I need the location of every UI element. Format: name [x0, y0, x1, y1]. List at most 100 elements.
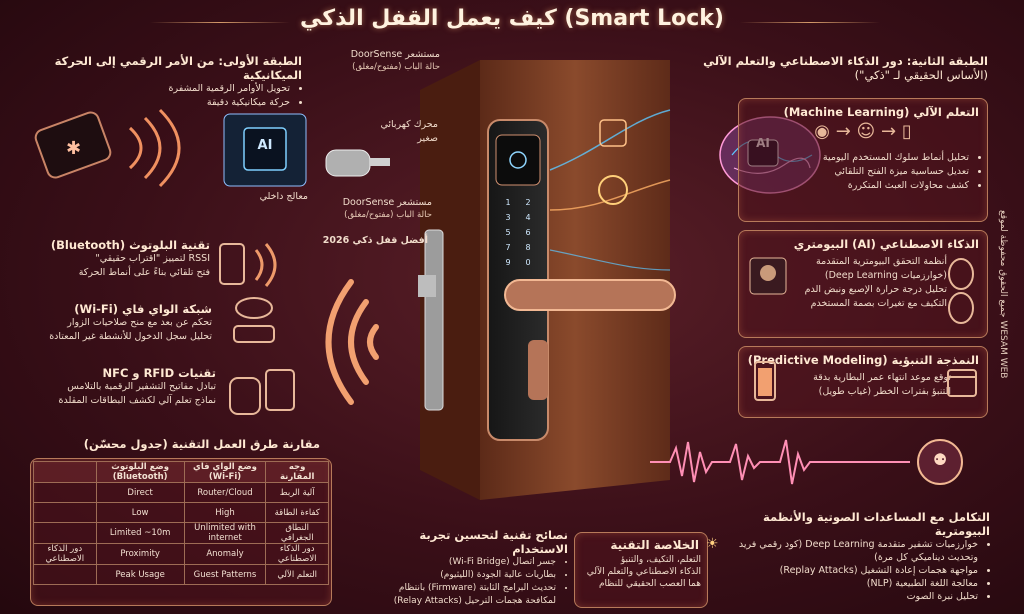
bluetooth-heading: تقنية البلوتوث (Bluetooth)	[50, 238, 210, 252]
table-cell: آلية الربط	[265, 482, 329, 503]
predictive-line: توقع موعد انتهاء عمر البطارية بدقة	[813, 372, 951, 383]
list-item: خوارزميات تشفير متقدمة Deep Learning (كو…	[716, 538, 978, 564]
face-scan-icon	[749, 257, 787, 295]
table-header-row: وجه المقارنة وضع الواي فاي (Wi-Fi) وضع ا…	[33, 461, 329, 483]
svg-text:1: 1	[505, 198, 510, 207]
bluetooth-section: تقنية البلوتوث (Bluetooth) RSSI لتمييز "…	[20, 238, 210, 280]
biometric-line: تحليل درجة حرارة الإصبع ونبض الدم	[804, 284, 947, 295]
motor-icon	[325, 149, 390, 177]
table-cell: Unlimited with internet	[183, 522, 267, 544]
battery-icon	[754, 361, 776, 401]
table-cell	[33, 522, 97, 544]
voice-heading: التكامل مع المساعدات الصوتية والأنظمة ال…	[763, 510, 990, 538]
wifi-line: تحكم عن بعد مع منح صلاحيات الزوار	[67, 317, 212, 328]
table-header: وضع الواي فاي (Wi-Fi)	[183, 461, 267, 483]
wireless-waves-icon	[325, 279, 379, 405]
tips-list: جسر اتصال (Wi-Fi Bridge) بطاريات عالية ا…	[372, 556, 568, 608]
ml-panel: التعلم الآلي (Machine Learning) ◉ → ☺ → …	[738, 98, 988, 222]
doorsense-bottom-label: مستشعر DoorSense	[342, 197, 432, 208]
list-item: بطاريات عالية الجودة (الليثيوم)	[372, 569, 556, 582]
doorsense-top-label: مستشعر DoorSense	[350, 49, 440, 60]
door-icon: ▯	[901, 121, 912, 142]
table-cell: Limited ~10m	[95, 522, 185, 544]
processor-label: معالج داخلي	[259, 191, 308, 202]
list-item: تحليل نبرة الصوت	[716, 590, 978, 603]
rfid-line: نماذج تعلم آلي لكشف البطاقات المقلدة	[58, 395, 217, 406]
table-title: مقارنة طرق العمل التقنية (جدول محسّن)	[83, 437, 320, 451]
table-cell: دور الذكاء الاصطناعي	[33, 543, 97, 565]
doorsense-bottom-sub: حالة الباب (مفتوح/مغلق)	[344, 210, 432, 220]
router-cloud-icon	[233, 297, 275, 343]
table-cell: Guest Patterns	[183, 564, 267, 585]
table-row: التعلم الآلي Guest Patterns Peak Usage	[33, 564, 329, 585]
layer1-section: الطبقة الأولى: من الأمر الرقمي إلى الحرك…	[20, 54, 302, 110]
table-header: وضع البلوتوث (Bluetooth)	[95, 461, 185, 483]
keyhole-cover	[528, 340, 548, 400]
ml-list: تحليل أنماط سلوك المستخدم اليومية تعديل …	[739, 151, 981, 193]
comparison-table: وجه المقارنة وضع الواي فاي (Wi-Fi) وضع ا…	[33, 461, 329, 585]
tips-section: نصائح تقنية لتحسين تجربة الاستخدام جسر ا…	[372, 528, 568, 608]
svg-text:8: 8	[525, 243, 530, 252]
table-cell: Proximity	[95, 543, 185, 565]
table-row: النطاق الجغرافي Unlimited with internet …	[33, 522, 329, 544]
voice-list: خوارزميات تشفير متقدمة Deep Learning (كو…	[716, 538, 990, 603]
svg-text:✱: ✱	[66, 138, 81, 159]
processor-chip-label: AI	[257, 138, 273, 153]
list-item: تحديث البرامج الثابتة (Firmware) بانتظام…	[372, 582, 556, 608]
brain-icon: ◉	[814, 121, 830, 142]
microphone-icon: ⚉	[932, 450, 948, 469]
summary-line: الذكاء الاصطناعي والتعلم الآلي	[586, 567, 701, 577]
ml-flow-icons: ◉ → ☺ → ▯	[814, 121, 912, 142]
fingerprint-icon	[948, 258, 974, 324]
energy-core-icon	[598, 175, 628, 205]
biometric-line: التكيف مع تغيرات بصمة المستخدم	[810, 298, 947, 309]
bluetooth-line: RSSI لتمييز "اقتراب حقيقي"	[95, 253, 210, 264]
table-row: كفاءة الطاقة High Low	[33, 502, 329, 523]
summary-line: التعلم، التكيف، والتنبؤ	[620, 555, 701, 565]
svg-text:3: 3	[505, 213, 510, 222]
lightbulb-icon: ☀	[706, 536, 719, 552]
best-lock-label: أفضل قفل ذكي 2026	[322, 235, 428, 246]
list-item: تحويل الأوامر الرقمية المشفرة	[20, 82, 291, 96]
rfid-section: تقنيات RFID و NFC تبادل مفاتيح التشفير ا…	[20, 366, 217, 408]
list-item: جسر اتصال (Wi-Fi Bridge)	[372, 556, 556, 569]
wifi-line: تحليل سجل الدخول للأنشطة غير المعتادة	[49, 331, 212, 342]
list-item: معالجة اللغة الطبيعية (NLP)	[716, 577, 978, 590]
layer2-sub: (الأساس الحقيقي لـ "ذكي")	[854, 68, 988, 82]
list-item: حركة ميكانيكية دقيقة	[20, 96, 290, 110]
voice-waveform	[650, 439, 963, 485]
table-header	[33, 461, 97, 483]
comparison-table-panel: وجه المقارنة وضع الواي فاي (Wi-Fi) وضع ا…	[30, 458, 332, 606]
ml-heading: التعلم الآلي (Machine Learning)	[783, 105, 979, 119]
svg-text:2: 2	[525, 198, 530, 207]
summary-line: هما العصب الحقيقي للنظام	[598, 579, 701, 589]
svg-text:4: 4	[525, 213, 530, 222]
layer2-heading: الطبقة الثانية: دور الذكاء الاصطناعي وال…	[703, 54, 988, 68]
lock-hologram-icon	[599, 119, 627, 147]
biometric-line: أنظمة التحقق البيومترية المتقدمة	[816, 256, 947, 267]
predictive-line: التنبؤ بفترات الخطر (غياب طويل)	[818, 386, 951, 397]
wifi-section: شبكة الواي فاي (Wi-Fi) تحكم عن بعد مع من…	[20, 302, 212, 344]
svg-text:0: 0	[525, 258, 530, 267]
table-cell: High	[183, 502, 267, 523]
voice-section: التكامل مع المساعدات الصوتية والأنظمة ال…	[716, 510, 990, 603]
biometric-line: (خوارزميات Deep Learning)	[824, 270, 947, 281]
table-cell: دور الذكاء الاصطناعي	[265, 543, 329, 565]
rfid-heading: تقنيات RFID و NFC	[102, 366, 217, 380]
fingerprint-sensor-icon	[509, 151, 527, 169]
list-item: تحليل أنماط سلوك المستخدم اليومية	[739, 151, 969, 165]
table-header: وجه المقارنة	[265, 461, 329, 483]
svg-text:5: 5	[505, 228, 510, 237]
table-cell	[33, 564, 97, 585]
list-item: كشف محاولات العبث المتكررة	[739, 179, 969, 193]
biometric-heading: الذكاء الاصطناعي (AI) البيومتري	[793, 237, 979, 251]
title-divider-left	[150, 22, 290, 23]
bluetooth-line: فتح تلقائي بناءً على أنماط الحركة	[78, 267, 210, 278]
table-cell: النطاق الجغرافي	[265, 522, 329, 544]
predictive-heading: النمذجة التنبؤية (Predictive Modeling)	[747, 353, 979, 367]
list-item: تعديل حساسية ميزة الفتح التلقائي	[739, 165, 969, 179]
rfid-card-icon	[229, 369, 295, 415]
person-icon: ☺	[856, 121, 876, 142]
predictive-panel: النمذجة التنبؤية (Predictive Modeling) ت…	[738, 346, 988, 418]
